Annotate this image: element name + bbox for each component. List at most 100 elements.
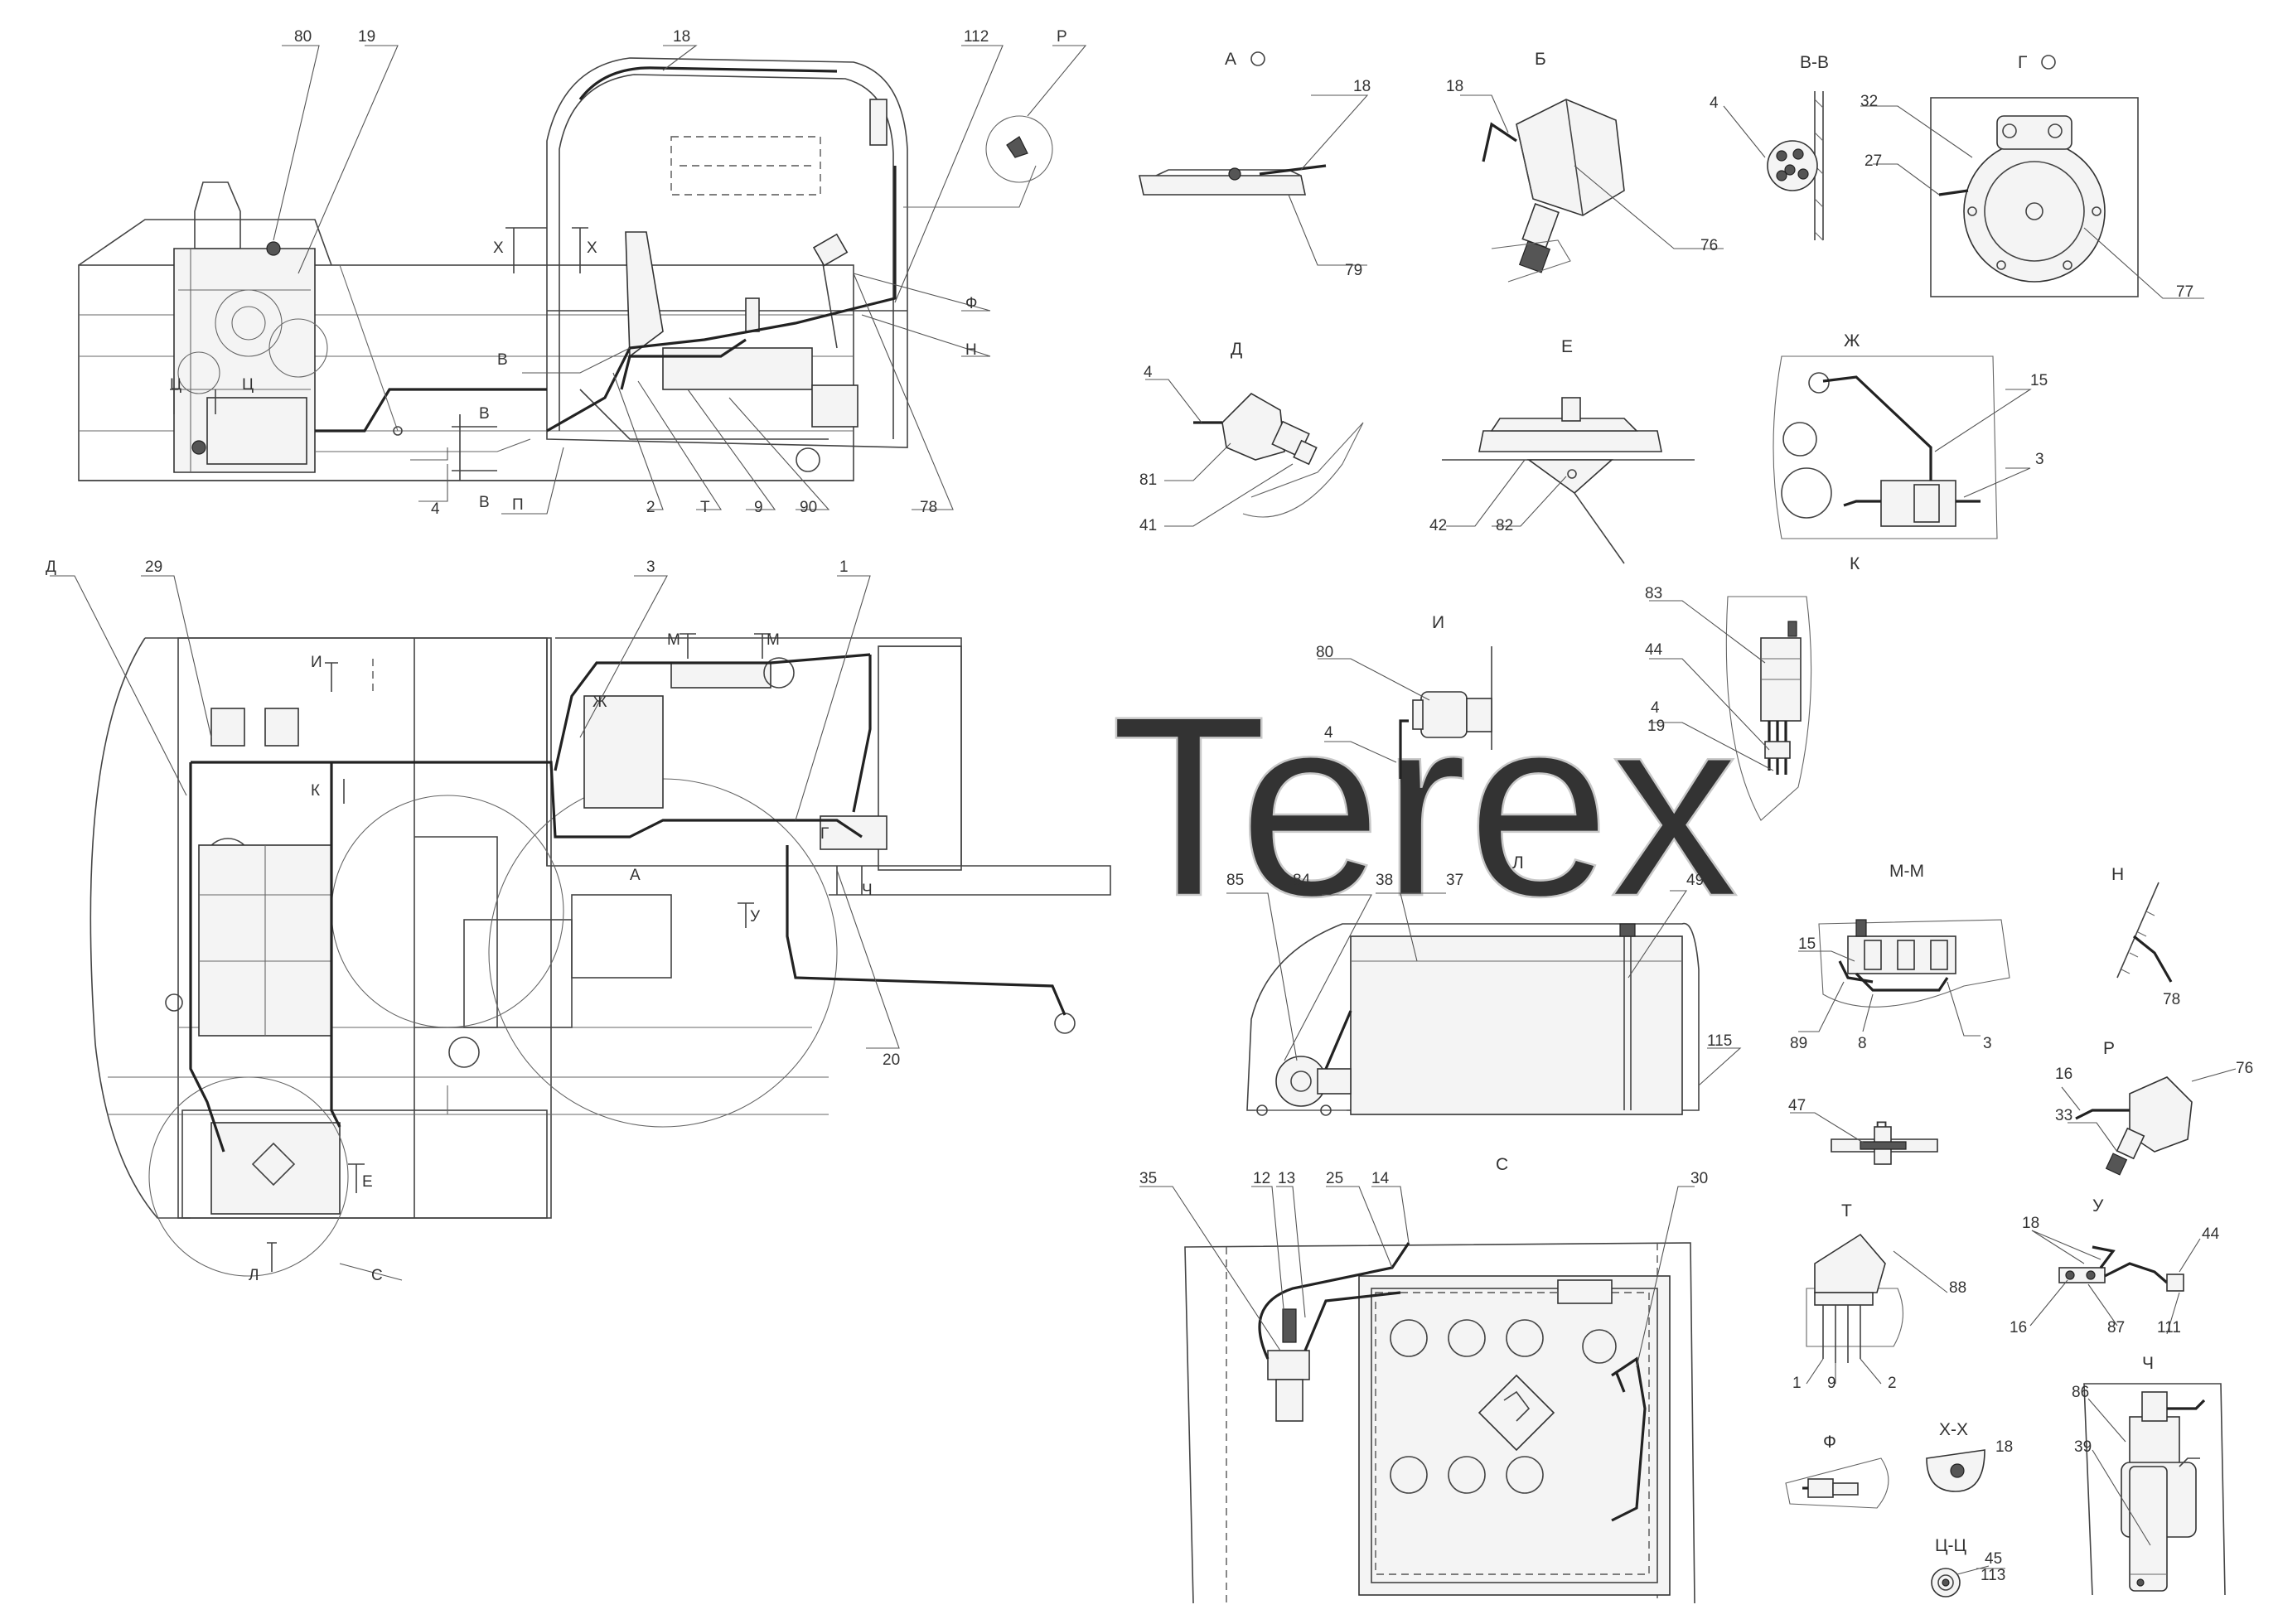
detail-Ch: Ч 86 39: [2072, 1354, 2226, 1596]
detail-P: П 47: [1788, 1097, 1938, 1165]
detail-B: Б 18 76: [1446, 50, 1724, 283]
detail-R-part-33: 33: [2055, 1107, 2072, 1124]
label-S-plan: С: [371, 1267, 383, 1284]
detail-D-part-4: 4: [1144, 364, 1153, 381]
detail-L-part-49: 49: [1686, 872, 1704, 889]
detail-MM-title: М-М: [1889, 862, 1924, 881]
label-F: Ф: [965, 295, 977, 312]
detail-E-part-42: 42: [1429, 517, 1447, 534]
label-V-cab: В: [497, 351, 508, 369]
label-P: П: [512, 496, 524, 514]
detail-D-part-81: 81: [1139, 471, 1157, 489]
detail-B-part-18: 18: [1446, 78, 1463, 95]
detail-G-part-27: 27: [1864, 152, 1882, 170]
label-L-plan: Л: [249, 1267, 259, 1284]
detail-MM-part-8: 8: [1858, 1035, 1867, 1052]
detail-U-title: У: [2092, 1196, 2104, 1216]
detail-VV-part-4: 4: [1710, 94, 1719, 112]
detail-VV-title: В-В: [1800, 53, 1829, 72]
label-N: Н: [965, 341, 977, 359]
detail-T-title: Т: [1841, 1201, 1852, 1220]
detail-C-part-30: 30: [1690, 1170, 1708, 1187]
detail-C: С 35 12 13 25 14 30: [1139, 1155, 1708, 1604]
detail-L-part-84: 84: [1293, 872, 1311, 889]
detail-G-title: Г: [2018, 53, 2027, 72]
detail-B-title: Б: [1535, 50, 1546, 69]
detail-C-part-13: 13: [1278, 1170, 1295, 1187]
detail-T: Т 88 1 9 2: [1792, 1201, 1966, 1392]
detail-C-part-25: 25: [1326, 1170, 1343, 1187]
detail-E-title: Е: [1561, 337, 1573, 356]
detail-G-part-32: 32: [1860, 93, 1878, 110]
detail-R-title: Р: [2103, 1039, 2115, 1058]
detail-U-part-44: 44: [2202, 1225, 2220, 1243]
detail-A: А 18 79: [1139, 50, 1371, 279]
label-K-plan: К: [311, 782, 320, 800]
label-18: 18: [673, 28, 690, 46]
detail-I-title: И: [1432, 613, 1444, 632]
label-I-plan: И: [311, 654, 322, 671]
detail-K-title: К: [1850, 554, 1860, 573]
detail-U-part-16: 16: [2010, 1319, 2027, 1336]
detail-A-part-79: 79: [1345, 262, 1362, 279]
label-19: 19: [358, 28, 375, 46]
detail-Ch-title: Ч: [2142, 1354, 2154, 1373]
detail-I-part-80: 80: [1316, 644, 1333, 661]
detail-MM: М-М 15 89 8 3: [1790, 862, 2010, 1052]
detail-L-part-85: 85: [1226, 872, 1244, 889]
detail-C-title: С: [1496, 1155, 1508, 1174]
detail-I-part-4: 4: [1324, 724, 1333, 742]
detail-L: Л 85 84 38 37 49 115: [1226, 853, 1742, 1116]
detail-F-title: Ф: [1823, 1433, 1836, 1452]
detail-D-part-41: 41: [1139, 517, 1157, 534]
detail-K-part-83: 83: [1645, 585, 1662, 602]
plan-view-labels: Д 29 3 1 И М М Ж К Г А У Ч 20 Е Л С: [46, 558, 900, 1284]
label-29: 29: [145, 558, 162, 576]
detail-C-part-12: 12: [1253, 1170, 1270, 1187]
detail-MM-part-15: 15: [1798, 935, 1816, 953]
detail-L-title: Л: [1512, 853, 1524, 872]
label-Ts-right: Ц: [242, 376, 254, 394]
detail-U: У 18 44 16 87 111: [2010, 1196, 2220, 1336]
detail-U-part-111: 111: [2157, 1319, 2181, 1336]
label-U-plan: У: [750, 908, 761, 926]
label-M-right: М: [767, 631, 780, 649]
detail-Zh-part-3: 3: [2035, 451, 2044, 468]
label-2: 2: [646, 499, 655, 516]
detail-G-part-77: 77: [2176, 283, 2193, 301]
label-V-bottom: В: [479, 494, 490, 511]
detail-Zh-title: Ж: [1844, 331, 1860, 350]
detail-C-part-14: 14: [1371, 1170, 1390, 1187]
label-X-left: Х: [493, 239, 504, 257]
label-80: 80: [294, 28, 312, 46]
detail-T-part-88: 88: [1949, 1279, 1966, 1297]
label-1-plan: 1: [839, 558, 849, 576]
detail-E-part-82: 82: [1496, 517, 1513, 534]
label-Zh-plan: Ж: [592, 694, 607, 711]
detail-U-part-87: 87: [2107, 1319, 2125, 1336]
detail-R-part-16: 16: [2055, 1066, 2072, 1083]
detail-XX: Х-Х 18: [1926, 1420, 2013, 1492]
label-78: 78: [920, 499, 937, 516]
label-T: Т: [700, 499, 710, 516]
detail-K: К 83 44 4 19: [1645, 554, 1860, 821]
detail-D: Д 4 81 41: [1139, 340, 1364, 534]
label-3-plan: 3: [646, 558, 655, 576]
detail-U-part-18: 18: [2022, 1215, 2039, 1232]
detail-L-part-115: 115: [1707, 1032, 1732, 1050]
detail-Ch-part-86: 86: [2072, 1384, 2089, 1401]
label-E-plan: Е: [362, 1173, 373, 1191]
detail-VV: В-В 4: [1710, 53, 1829, 241]
detail-T-part-1: 1: [1792, 1375, 1802, 1392]
detail-F: Ф: [1785, 1433, 1889, 1509]
detail-L-part-38: 38: [1376, 872, 1393, 889]
detail-B-part-76: 76: [1700, 237, 1718, 254]
detail-XX-part-18: 18: [1995, 1438, 2013, 1456]
plan-view: [50, 575, 1111, 1281]
side-view: [78, 45, 1087, 515]
label-Ch-plan: Ч: [862, 882, 873, 899]
detail-TsTs-part-113: 113: [1981, 1567, 2005, 1584]
detail-E: Е 42 82: [1429, 337, 1695, 564]
detail-Ch-part-39: 39: [2074, 1438, 2092, 1456]
